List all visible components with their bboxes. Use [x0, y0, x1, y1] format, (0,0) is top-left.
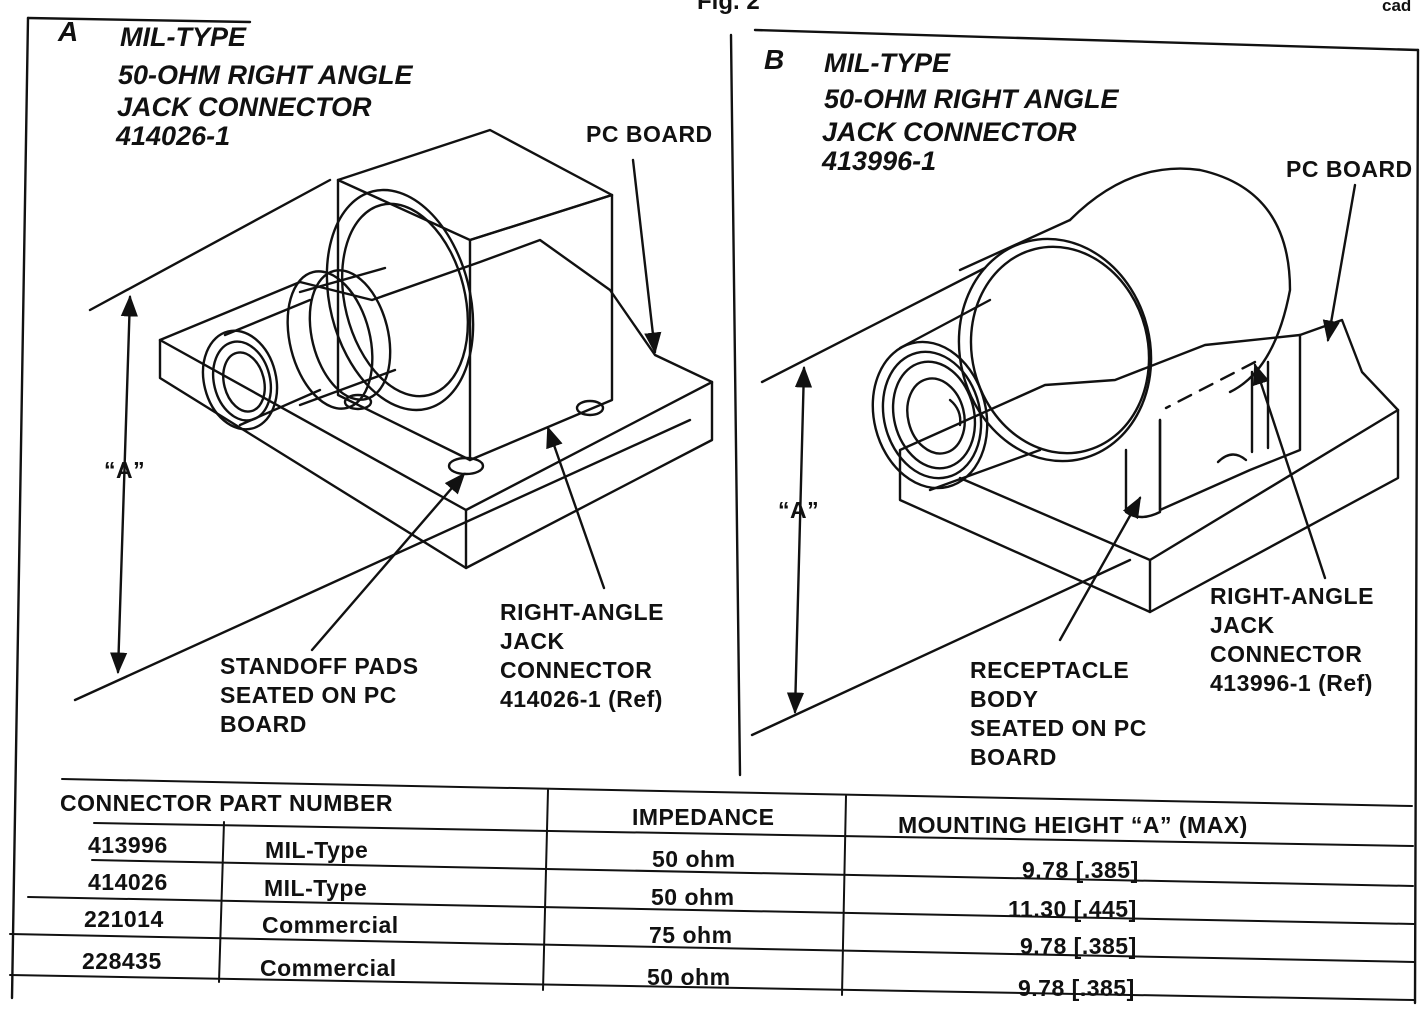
- table-grid: [9, 778, 1415, 1001]
- panel-a-dimension-label: “A”: [104, 457, 146, 483]
- panel-a-standoff-label: STANDOFF PADS SEATED ON PC BOARD: [220, 653, 419, 737]
- panel-b-connector-label: RIGHT-ANGLE JACK CONNECTOR 413996-1 (Ref…: [1210, 583, 1374, 696]
- panel-a-drawing: [73, 128, 714, 702]
- corner-mark: cad: [1382, 0, 1412, 15]
- panel-a-pc-board-label: PC BOARD: [586, 121, 713, 147]
- header-part-number: CONNECTOR PART NUMBER: [60, 790, 393, 816]
- cell-type: MIL-Type: [265, 837, 369, 863]
- cell-part: 228435: [82, 948, 162, 974]
- panel-a-letter: A: [58, 16, 79, 47]
- cell-part: 221014: [84, 906, 164, 932]
- panel-a-connector-label: RIGHT-ANGLE JACK CONNECTOR 414026-1 (Ref…: [500, 599, 664, 712]
- panel-b-title-line-2: 50-OHM RIGHT ANGLE: [824, 84, 1119, 114]
- panel-b-title-line-4: 413996-1: [822, 146, 937, 176]
- figure-frame: [10, 16, 1420, 1005]
- cell-type: MIL-Type: [264, 875, 368, 901]
- cell-height: 11.30 [.445]: [1008, 896, 1137, 922]
- cell-impedance: 75 ohm: [649, 922, 733, 948]
- cell-height: 9.78 [.385]: [1018, 975, 1135, 1001]
- panel-b-title-line-1: MIL-TYPE: [824, 48, 950, 78]
- panel-b-title-line-3: JACK CONNECTOR: [822, 117, 1077, 147]
- panel-b-dimension-label: “A”: [778, 497, 820, 523]
- panel-b-letter: B: [764, 44, 785, 75]
- panel-a-title-line-4: 414026-1: [116, 121, 231, 151]
- panel-a-title-line-3: JACK CONNECTOR: [117, 92, 372, 122]
- cell-height: 9.78 [.385]: [1020, 933, 1137, 959]
- panel-a-title-line-2: 50-OHM RIGHT ANGLE: [118, 60, 413, 90]
- figure-caption: Fig. 2: [697, 0, 760, 15]
- cell-type: Commercial: [260, 955, 397, 981]
- cell-part: 413996: [88, 832, 168, 858]
- cell-height: 9.78 [.385]: [1022, 857, 1139, 883]
- header-impedance: IMPEDANCE: [632, 804, 775, 830]
- header-mounting-height: MOUNTING HEIGHT “A” (MAX): [898, 812, 1248, 838]
- panel-b-drawing: [750, 167, 1400, 737]
- panel-b-pc-board-label: PC BOARD: [1286, 156, 1413, 182]
- cell-part: 414026: [88, 869, 168, 895]
- panel-b-receptacle-label: RECEPTACLE BODY SEATED ON PC BOARD: [970, 657, 1147, 770]
- cell-type: Commercial: [262, 912, 399, 938]
- panel-a-title-line-1: MIL-TYPE: [120, 22, 246, 52]
- cell-impedance: 50 ohm: [647, 964, 731, 990]
- cell-impedance: 50 ohm: [651, 884, 735, 910]
- cell-impedance: 50 ohm: [652, 846, 736, 872]
